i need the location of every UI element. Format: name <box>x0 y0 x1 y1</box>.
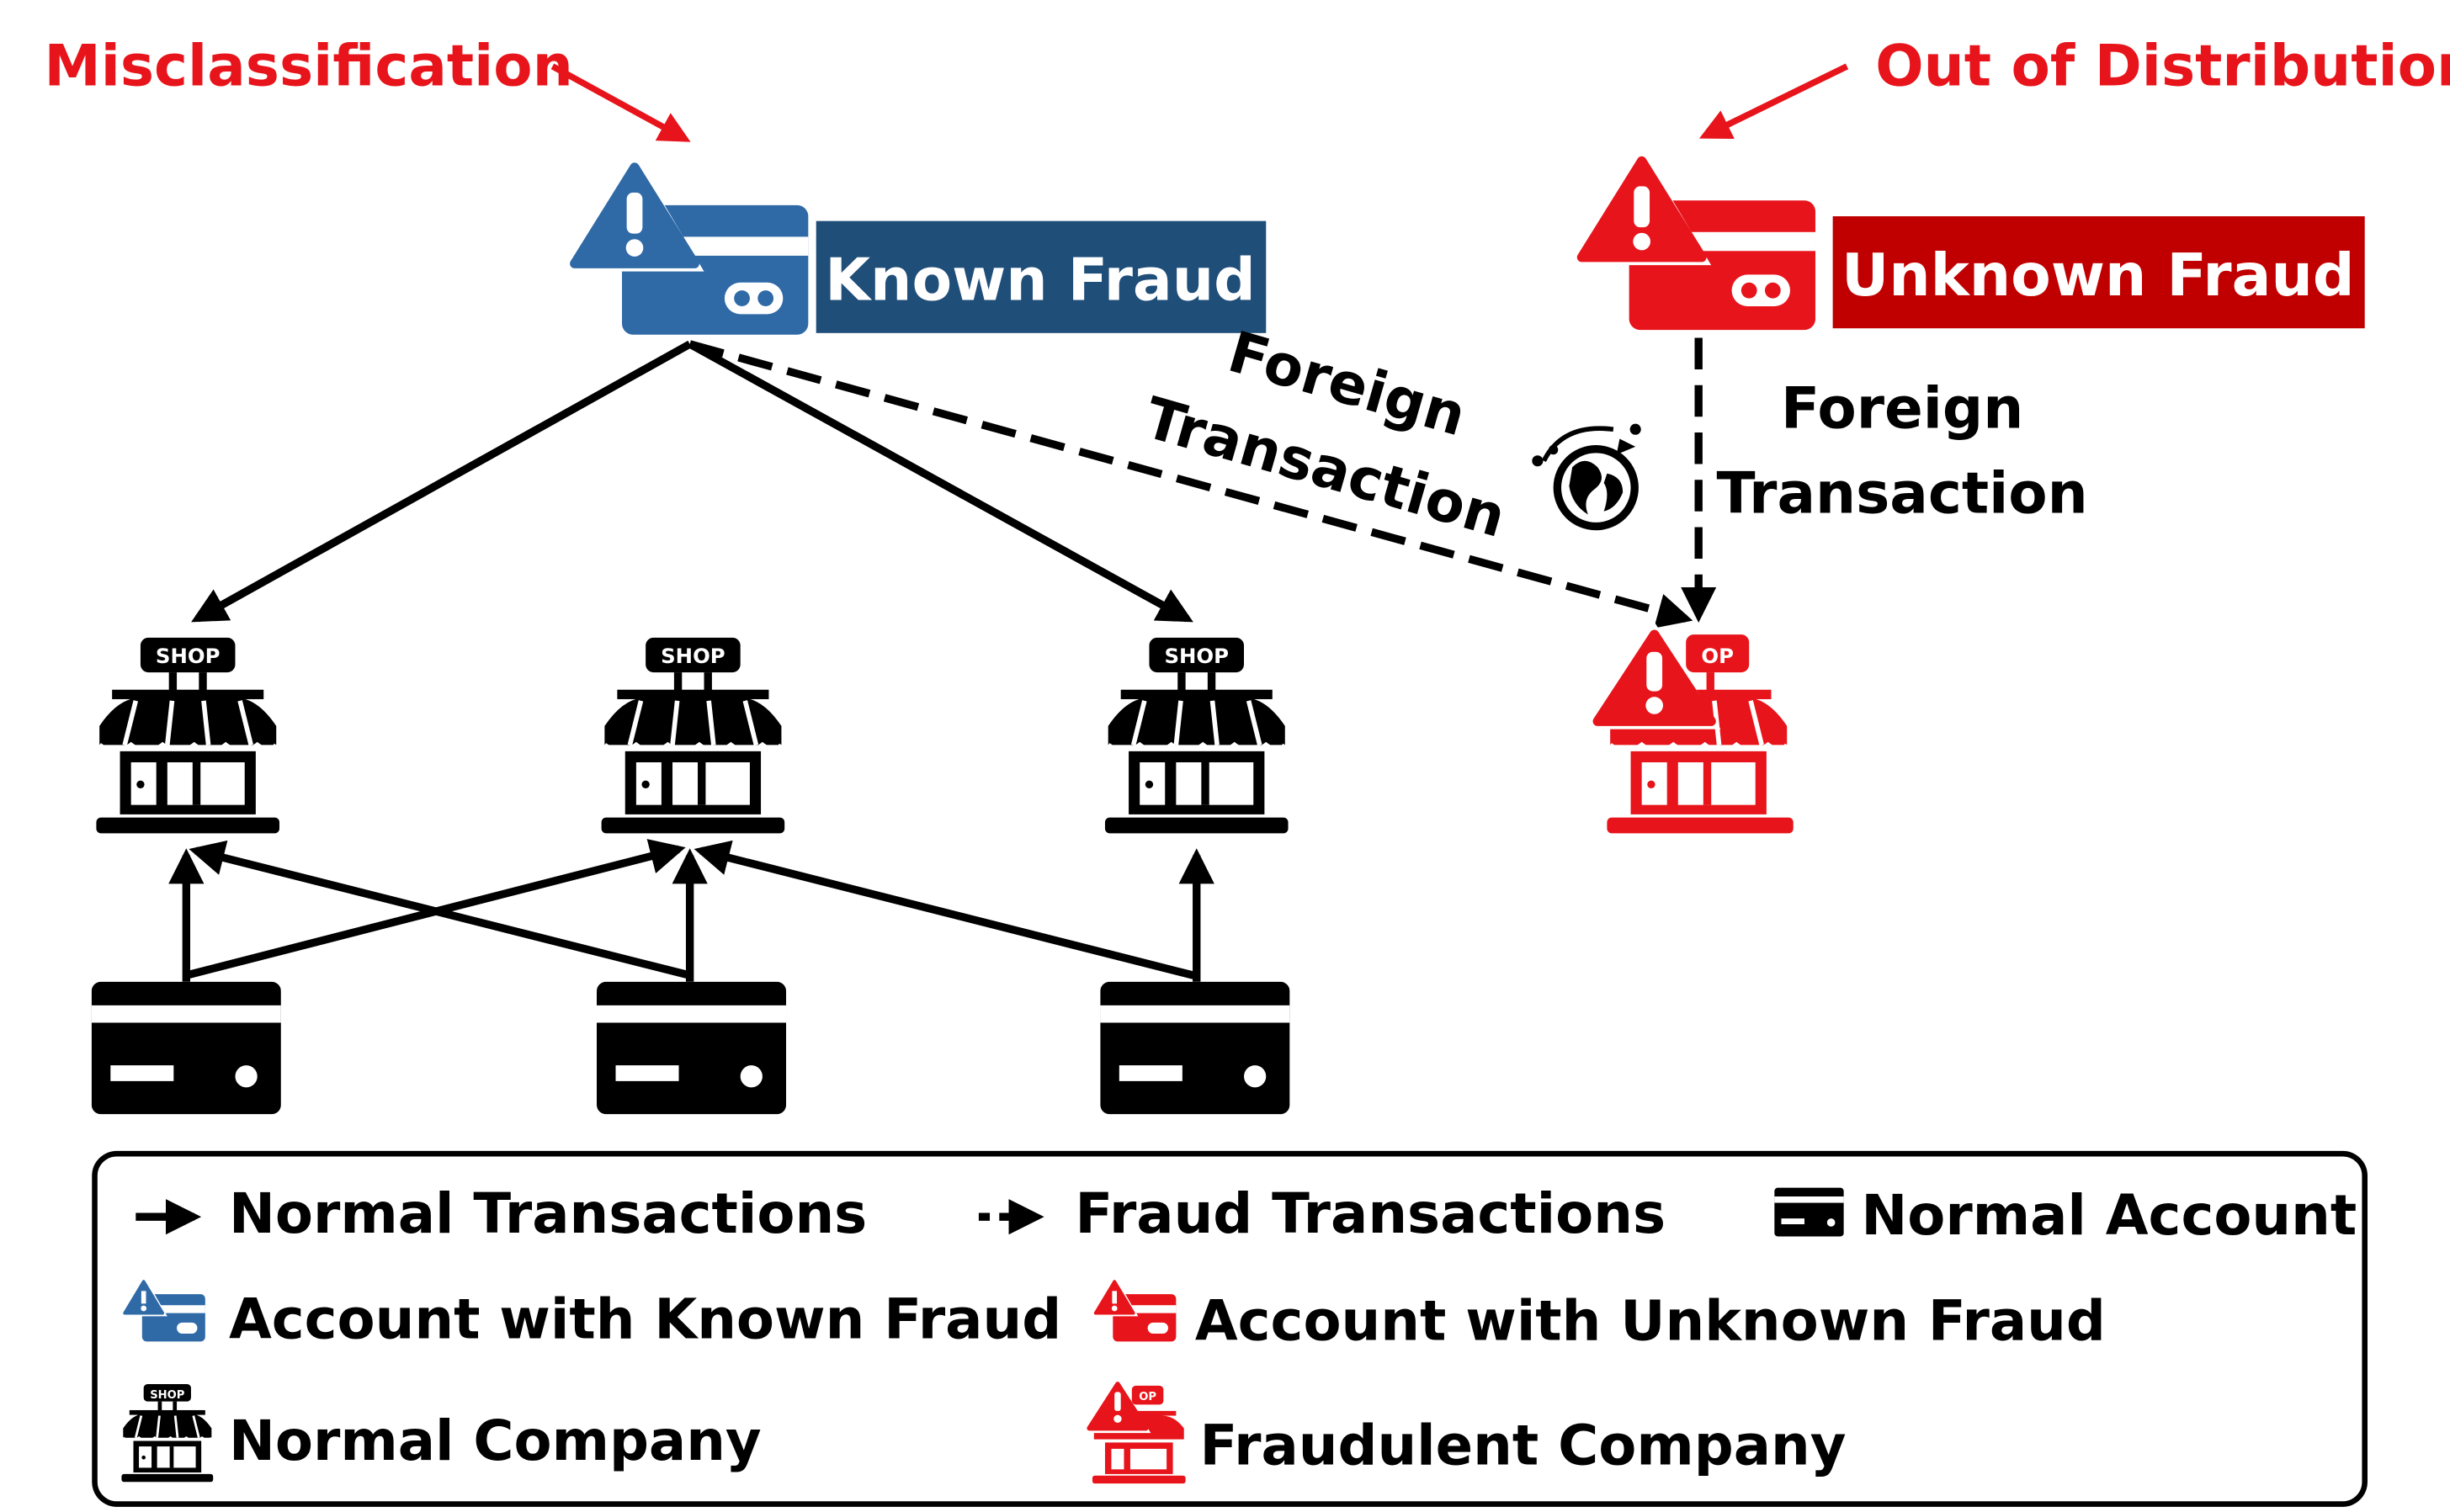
legend-known-fraud-account-icon <box>120 1275 205 1342</box>
edge-acc2-to-shop1 <box>189 840 691 979</box>
normal-account-3 <box>1100 981 1290 1115</box>
legend-fraud-transactions: Fraud Transactions <box>1075 1182 1666 1246</box>
legend-fraudulent-company: Fraudulent Company <box>1199 1414 1846 1478</box>
unknown-fraud-account-icon <box>1572 148 1815 331</box>
fraud-edge-known-to-fraud-shop <box>688 340 1693 629</box>
fraudulent-shop: OP <box>1587 622 1794 834</box>
out-of-distribution-label: Out of Distribution <box>1875 32 2450 98</box>
normal-account-2 <box>596 981 787 1115</box>
unknown-fraud-label: Unknown Fraud <box>1841 242 2355 310</box>
legend-unknown-fraud-account-icon <box>1091 1275 1177 1342</box>
normal-shop-2: SHOP <box>602 638 785 834</box>
legend-normal-account-icon <box>1774 1187 1844 1237</box>
edge-known-to-shop-1 <box>191 340 692 623</box>
unknown-fraud-box <box>1832 216 2365 329</box>
normal-shop-1: SHOP <box>96 638 279 834</box>
shop-sign-text-2: SHOP <box>661 644 725 668</box>
legend-normal-transactions: Normal Transactions <box>229 1182 867 1246</box>
legend-fraudulent-company-icon: OP <box>1084 1377 1186 1484</box>
globe-icon <box>1532 423 1641 531</box>
legend-account-unknown-fraud: Account with Unknown Fraud <box>1195 1289 2106 1353</box>
legend-fraud-shop-sign-text: OP <box>1139 1391 1156 1403</box>
normal-account-1 <box>91 981 281 1115</box>
edge-acc3-to-shop2 <box>694 840 1195 979</box>
foreign-label-right-line1: Foreign <box>1781 374 2023 441</box>
out-of-distribution-arrow <box>1698 63 1849 140</box>
normal-shop-3: SHOP <box>1105 638 1289 834</box>
misclassification-label: Misclassification <box>45 32 573 98</box>
legend-account-known-fraud: Account with Known Fraud <box>229 1288 1061 1352</box>
legend-normal-account: Normal Account <box>1861 1184 2357 1248</box>
legend-normal-company: Normal Company <box>229 1409 762 1473</box>
shop-sign-text-1: SHOP <box>156 644 221 668</box>
fraud-shop-sign-text: OP <box>1701 644 1734 668</box>
known-fraud-label: Known Fraud <box>825 247 1255 314</box>
shop-sign-text-3: SHOP <box>1164 644 1229 668</box>
foreign-label-right-line2: Transaction <box>1717 460 2088 527</box>
known-fraud-box <box>816 220 1267 333</box>
edge-known-to-shop-3 <box>688 340 1193 623</box>
known-fraud-account-icon <box>565 154 809 335</box>
misclassification-arrow <box>550 63 691 142</box>
legend-normal-company-icon: SHOP <box>120 1382 215 1483</box>
legend-shop-sign-text: SHOP <box>150 1389 185 1402</box>
legend-box <box>92 1150 2368 1507</box>
